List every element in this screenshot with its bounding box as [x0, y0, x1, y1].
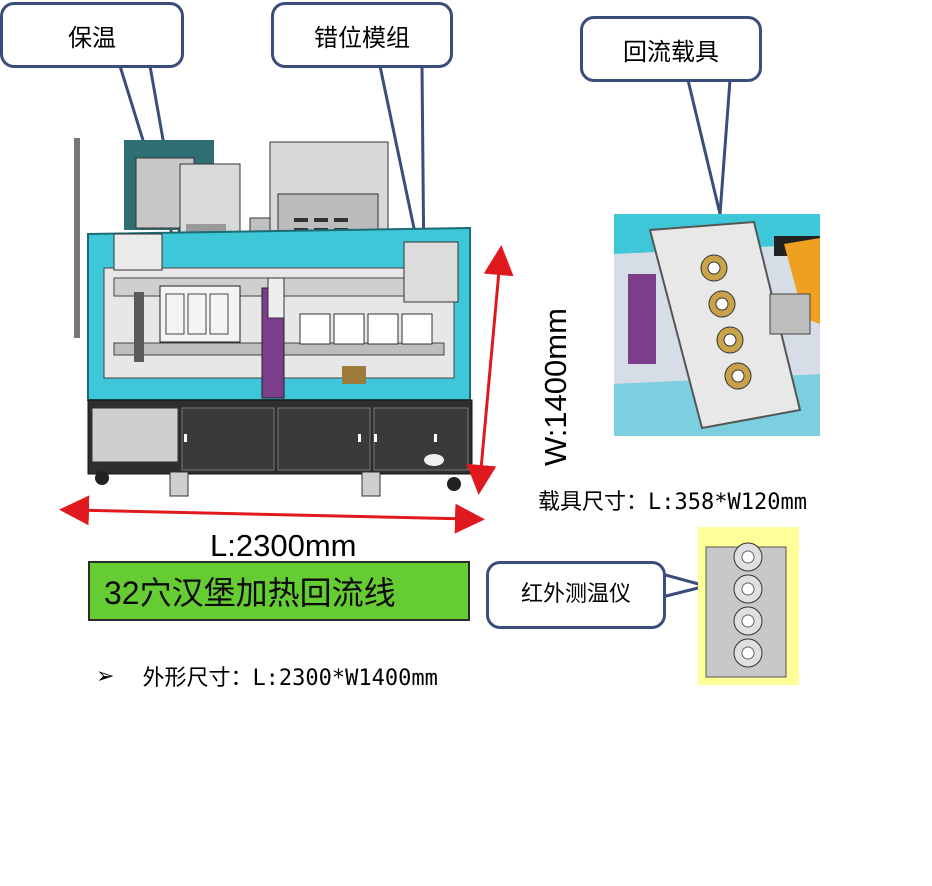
product-title: 32穴汉堡加热回流线	[104, 575, 396, 611]
callout-reflow-carrier: 回流载具	[580, 16, 762, 82]
width-dimension-label: W:1400mm	[538, 308, 573, 466]
ir-sensor-drawing	[705, 542, 787, 678]
ir-sensor-image	[698, 527, 799, 685]
reflow-line-machine-image	[74, 138, 473, 497]
bullet-arrow-icon: ➢	[96, 663, 115, 689]
callout-carrier-label: 回流载具	[623, 37, 719, 66]
callout-insulation: 保温	[0, 2, 184, 68]
callout-sensor-label: 红外测温仪	[520, 581, 631, 607]
product-title-box: 32穴汉堡加热回流线	[88, 561, 470, 621]
callout-misalign-label: 错位模组	[314, 23, 410, 52]
length-dimension-label: L:2300mm	[210, 528, 357, 563]
outline-size-bullet: ➢ 外形尺寸：L:2300*W1400mm	[96, 660, 438, 692]
length-arrow	[59, 495, 485, 534]
reflow-carrier-image	[614, 214, 820, 436]
callout-ir-thermometer: 红外测温仪	[486, 561, 666, 629]
carrier-size-label: 载具尺寸：L:358*W120mm	[538, 490, 807, 515]
width-arrow	[466, 245, 514, 495]
callout-insulation-label: 保温	[68, 23, 116, 52]
callout-misalign-module: 错位模组	[271, 2, 453, 68]
outline-size-text: 外形尺寸：L:2300*W1400mm	[142, 666, 438, 691]
